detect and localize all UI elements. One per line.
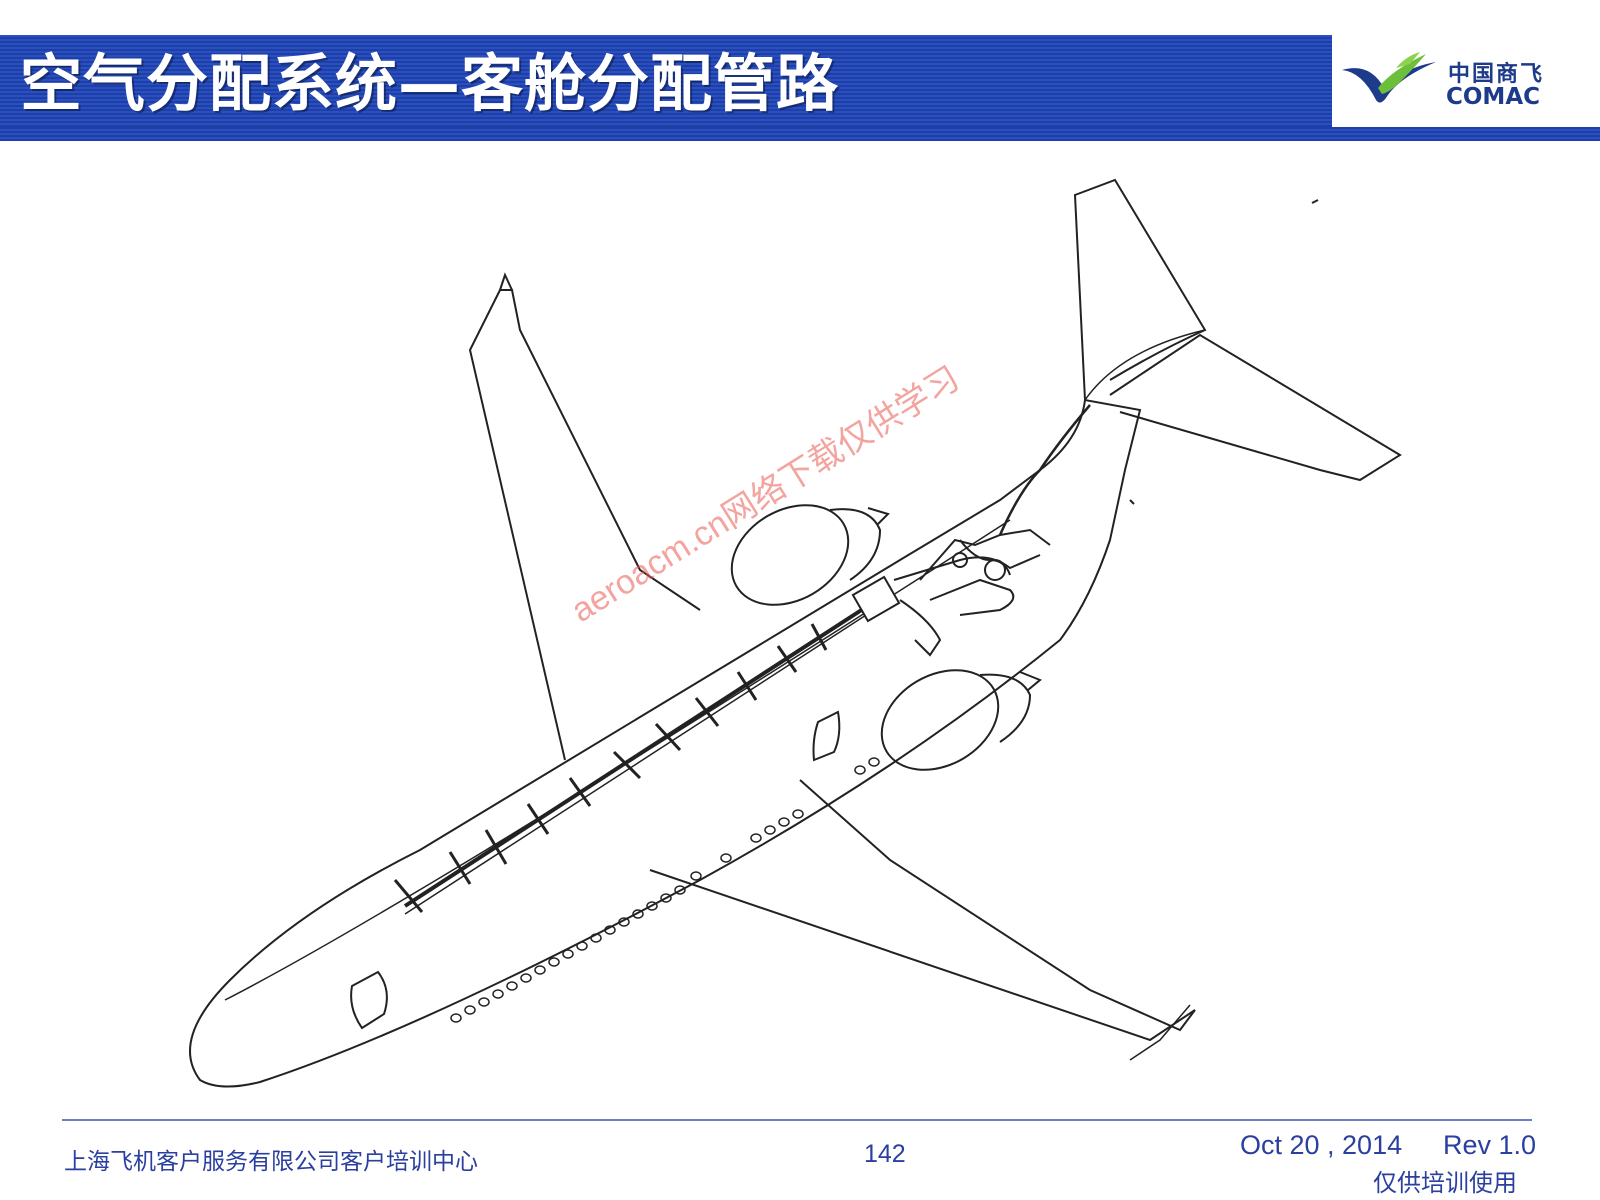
upper-engine	[730, 504, 850, 606]
page-number: 142	[864, 1140, 906, 1168]
header-rule	[0, 127, 1600, 141]
lower-engine	[880, 669, 1000, 771]
comac-logo: 中国商飞 COMAC	[1340, 48, 1590, 118]
logo-name-en: COMAC	[1446, 84, 1540, 110]
vertical-tail-root	[1084, 329, 1206, 401]
footer-date: Oct 20 , 2014	[1240, 1130, 1403, 1160]
page-title: 空气分配系统—客舱分配管路	[20, 47, 840, 120]
duct-outlet-branches	[393, 623, 828, 913]
horizontal-stabilizer	[1109, 333, 1402, 482]
lower-engine-nacelle	[979, 673, 1032, 743]
upper-engine-nacelle	[829, 508, 882, 581]
header-band	[0, 35, 1332, 127]
right-wing-edge	[1129, 1004, 1191, 1061]
passenger-door	[812, 710, 841, 762]
cabin-main-duct	[403, 596, 882, 908]
footer-organization: 上海飞机客户服务有限公司客户培训中心	[64, 1149, 478, 1175]
right-wing	[649, 779, 1196, 1042]
vertical-tail	[1073, 178, 1207, 401]
left-winglet	[499, 272, 513, 291]
logo-name-cn: 中国商飞	[1448, 62, 1545, 87]
aircraft-duct-diagram	[189, 178, 1402, 1088]
cabin-windows	[450, 757, 880, 1023]
fuselage-outline	[189, 398, 1142, 1088]
footer-note: 仅供培训使用	[1373, 1169, 1517, 1197]
comac-swoosh-icon	[1342, 52, 1436, 103]
mixing-unit-assembly	[851, 404, 1091, 657]
cockpit-window	[350, 970, 388, 1030]
footer-revision: Rev 1.0	[1443, 1130, 1537, 1160]
footer-divider	[62, 1119, 1532, 1121]
